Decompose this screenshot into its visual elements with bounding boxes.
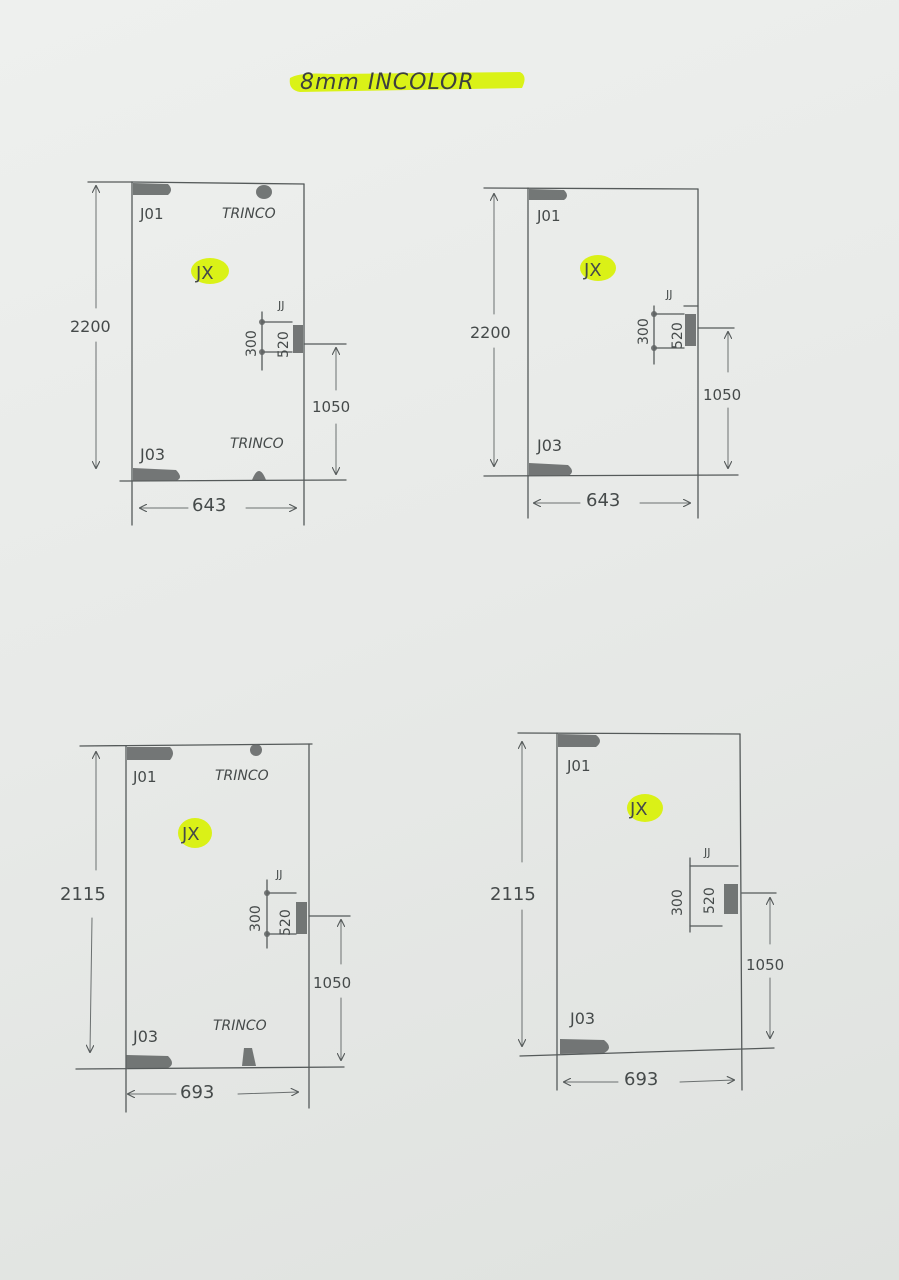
handle-dim-a: 300 — [670, 889, 686, 916]
top-left-label: J01 — [139, 205, 164, 223]
panel-2: JX J01 J03 JJ 300 520 2200 643 1050 — [470, 187, 741, 519]
width-dimension: 693 — [624, 1069, 658, 1090]
panel-1: JX J01 TRINCO J03 TRINCO JJ 300 520 2200… — [70, 181, 350, 526]
panel-3: JX J01 TRINCO J03 TRINCO JJ 300 520 2115… — [60, 743, 351, 1113]
handle-3: JJ 300 520 — [248, 868, 307, 949]
top-right-label: TRINCO — [222, 206, 276, 222]
jx-label: JX — [195, 263, 214, 284]
handle-height-dimension: 1050 — [746, 956, 784, 974]
height-dimension: 2200 — [470, 323, 511, 342]
handle-label: JJ — [703, 846, 711, 859]
top-left-label: J01 — [536, 207, 561, 225]
patch-top-right — [250, 744, 262, 756]
jx-label: JX — [629, 799, 648, 820]
handle-dim-a: 300 — [244, 330, 260, 357]
handle-dim-b: 520 — [702, 887, 718, 914]
handle-4: JJ 300 520 — [670, 846, 739, 933]
panel-4: JX J01 J03 JJ 300 520 2115 693 1050 — [490, 732, 784, 1091]
patch-bottom-left — [529, 463, 572, 476]
patch-top-left — [133, 183, 171, 195]
handle-height-dimension: 1050 — [313, 974, 351, 992]
title-text: 8mm INCOLOR — [300, 70, 475, 95]
handle-dim-b: 520 — [670, 322, 686, 349]
bottom-left-label: J03 — [569, 1009, 595, 1028]
handle-label: JJ — [665, 288, 673, 301]
handle-height-dimension: 1050 — [312, 398, 350, 416]
bottom-right-label: TRINCO — [213, 1018, 267, 1034]
top-left-label: J01 — [132, 768, 157, 786]
handle-dim-b: 520 — [276, 331, 292, 358]
handle-height-dimension: 1050 — [703, 386, 741, 404]
sheet-title: 8mm INCOLOR — [289, 70, 525, 95]
patch-top-left — [127, 747, 173, 760]
patch-bottom-left — [560, 1039, 609, 1054]
width-dimension: 693 — [180, 1082, 214, 1103]
bottom-right-label: TRINCO — [230, 436, 284, 452]
patch-bottom-right — [252, 471, 266, 480]
jx-label: JX — [583, 260, 602, 281]
handle-dim-a: 300 — [248, 905, 264, 932]
jx-label: JX — [181, 824, 200, 845]
bottom-left-label: J03 — [536, 436, 562, 455]
handle-2: JJ 300 520 — [636, 288, 699, 365]
top-left-label: J01 — [566, 757, 591, 775]
patch-bottom-left — [126, 1055, 172, 1068]
bottom-left-label: J03 — [139, 445, 165, 464]
patch-bottom-left — [133, 468, 180, 481]
width-dimension: 643 — [586, 490, 620, 511]
handle-dim-b: 520 — [278, 909, 294, 936]
top-right-label: TRINCO — [215, 768, 269, 784]
handle-label: JJ — [277, 299, 285, 312]
handle-dim-a: 300 — [636, 318, 652, 345]
height-dimension: 2115 — [60, 884, 106, 905]
patch-top-left — [529, 189, 567, 200]
bottom-left-label: J03 — [132, 1027, 158, 1046]
height-dimension: 2115 — [490, 884, 536, 905]
patch-bottom-right — [242, 1048, 256, 1066]
patch-top-right — [256, 185, 272, 199]
height-dimension: 2200 — [70, 317, 111, 336]
patch-top-left — [558, 734, 600, 747]
handle-1: JJ 300 520 — [244, 299, 303, 371]
width-dimension: 643 — [192, 495, 226, 516]
handle-label: JJ — [275, 868, 283, 881]
